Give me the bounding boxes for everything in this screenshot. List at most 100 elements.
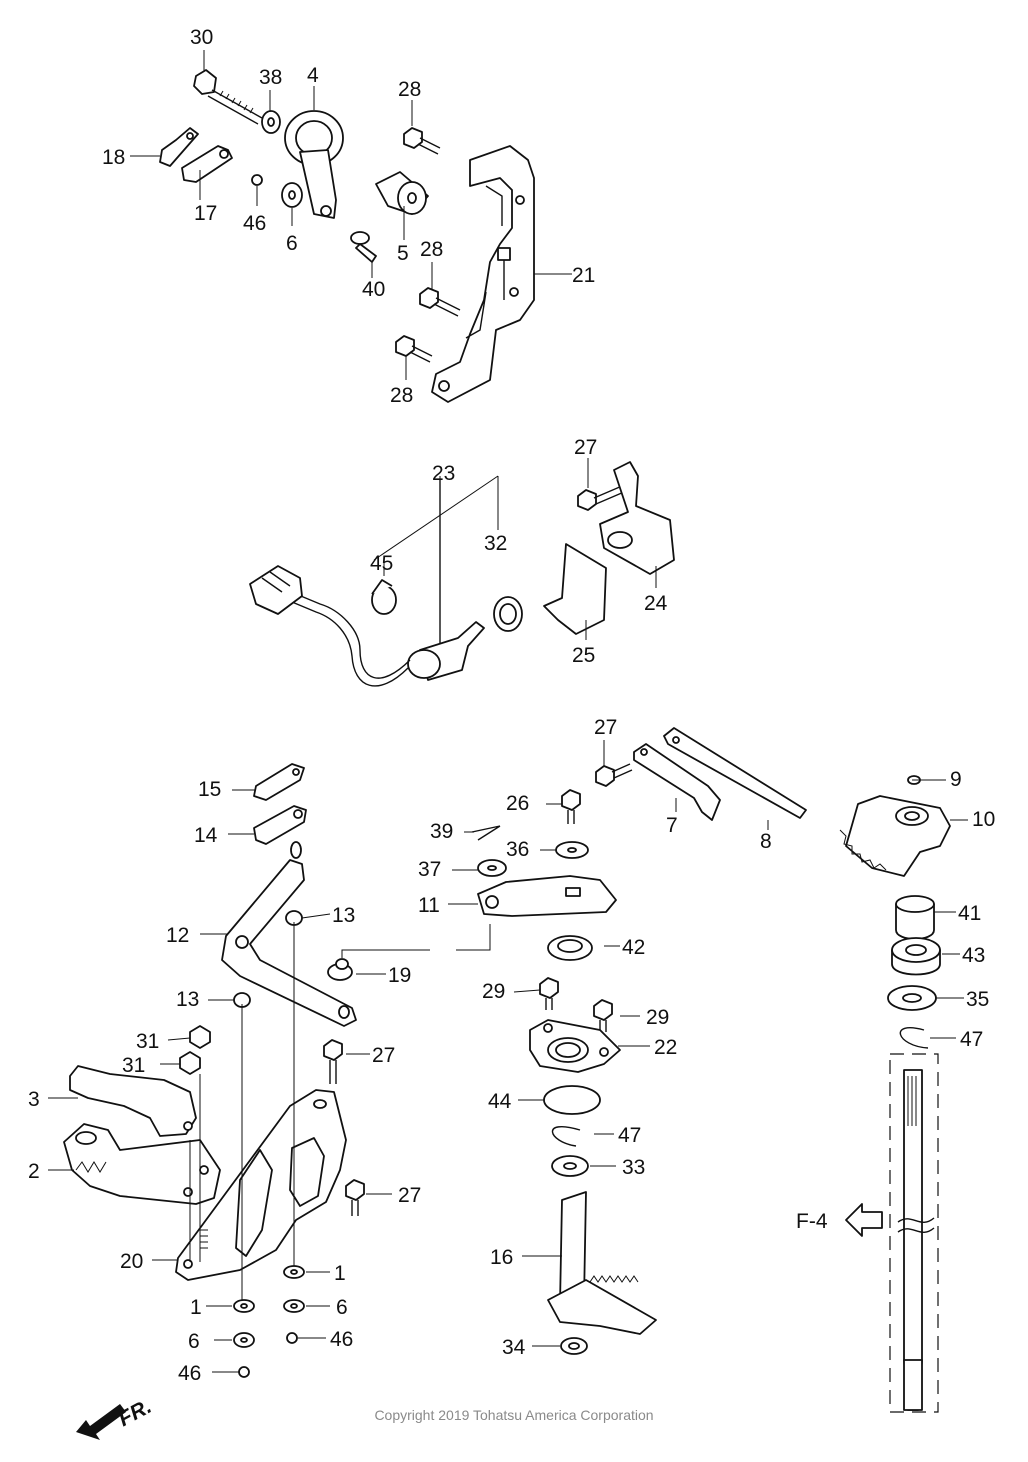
label-38: 38 — [259, 66, 282, 89]
label-28a: 28 — [398, 78, 421, 101]
part-39-pin — [471, 825, 501, 841]
leader-23-32-45 — [373, 475, 499, 561]
label-24: 24 — [644, 592, 668, 615]
label-40: 40 — [362, 278, 385, 301]
part-30-bolt — [193, 69, 263, 125]
label-21: 21 — [572, 264, 595, 287]
part-29-bolt-a — [539, 977, 559, 1010]
part-46-clip — [251, 174, 263, 186]
part-4-lever — [284, 110, 344, 219]
label-44: 44 — [488, 1090, 512, 1113]
part-2-plate — [63, 1123, 221, 1205]
label-42: 42 — [622, 936, 645, 959]
label-13a: 13 — [332, 904, 355, 927]
part-1-washer-b — [233, 1299, 255, 1313]
front-arrow-icon — [76, 1404, 126, 1440]
label-25: 25 — [572, 644, 595, 667]
label-28b: 28 — [420, 238, 443, 261]
label-11: 11 — [418, 894, 440, 917]
label-35: 35 — [966, 988, 989, 1011]
part-46-clip-c — [238, 1366, 250, 1378]
label-46a: 46 — [243, 212, 266, 235]
part-27-bolt-d — [345, 1179, 365, 1216]
label-41: 41 — [958, 902, 981, 925]
leader-stack-left — [189, 922, 295, 1300]
label-1a: 1 — [334, 1262, 346, 1285]
part-11-plate — [477, 875, 617, 917]
label-6a: 6 — [286, 232, 298, 255]
label-22: 22 — [654, 1036, 677, 1059]
label-19: 19 — [388, 964, 411, 987]
label-15: 15 — [198, 778, 221, 801]
label-46b: 46 — [330, 1328, 353, 1351]
label-6b: 6 — [336, 1296, 348, 1319]
label-26: 26 — [506, 792, 529, 815]
label-33: 33 — [622, 1156, 645, 1179]
part-17-joint — [181, 145, 233, 183]
part-28-bolt-b — [419, 287, 461, 317]
part-27-bolt-a — [577, 485, 625, 511]
label-27b: 27 — [594, 716, 617, 739]
part-6-washer — [281, 182, 303, 208]
part-32-grommet — [493, 596, 523, 632]
part-29-bolt-b — [593, 999, 613, 1032]
part-35-washer — [887, 985, 937, 1011]
part-36-washer — [555, 841, 589, 859]
leader-19-11 — [341, 924, 491, 958]
label-32: 32 — [484, 532, 507, 555]
part-16-shaft — [547, 1191, 657, 1335]
part-45-clamp — [371, 579, 397, 615]
part-31-nut-b — [179, 1051, 201, 1075]
part-15-clip — [253, 763, 305, 801]
part-3-plate — [69, 1065, 197, 1137]
part-6-washer-c — [233, 1332, 255, 1348]
copyright-text: Copyright 2019 Tohatsu America Corporati… — [374, 1407, 654, 1423]
part-47-ring-b — [551, 1125, 581, 1147]
part-10-gear — [839, 795, 951, 877]
label-7: 7 — [666, 814, 678, 837]
label-2: 2 — [28, 1160, 40, 1183]
label-37: 37 — [418, 858, 441, 881]
label-8: 8 — [760, 830, 772, 853]
label-31a: 31 — [136, 1030, 159, 1053]
label-23: 23 — [432, 462, 455, 485]
part-28-bolt-a — [403, 127, 441, 155]
part-37-washer — [477, 859, 507, 877]
label-43: 43 — [962, 944, 985, 967]
part-1-washer-a — [283, 1265, 305, 1279]
label-4: 4 — [307, 64, 319, 87]
part-24-bracket — [599, 461, 675, 575]
label-39: 39 — [430, 820, 453, 843]
label-29a: 29 — [482, 980, 505, 1003]
label-ref-f4: F-4 — [796, 1210, 828, 1233]
label-36: 36 — [506, 838, 529, 861]
part-47-ring-a — [899, 1027, 929, 1049]
part-46-clip-b — [286, 1332, 298, 1344]
label-46c: 46 — [178, 1362, 201, 1385]
part-7-strap — [633, 743, 721, 821]
ref-arrow-icon — [845, 1203, 883, 1237]
label-16: 16 — [490, 1246, 513, 1269]
label-45: 45 — [370, 552, 393, 575]
part-33-washer — [551, 1155, 589, 1177]
label-28c: 28 — [390, 384, 413, 407]
part-19-nut — [327, 958, 353, 981]
label-1b: 1 — [190, 1296, 202, 1319]
part-27-bolt-c — [323, 1039, 343, 1084]
label-3: 3 — [28, 1088, 40, 1111]
part-31-nut-a — [189, 1025, 211, 1049]
part-6-washer-b — [283, 1299, 305, 1313]
label-27a: 27 — [574, 436, 597, 459]
label-9: 9 — [950, 768, 962, 791]
label-20: 20 — [120, 1250, 143, 1273]
label-29b: 29 — [646, 1006, 669, 1029]
part-42-seal — [547, 935, 593, 961]
label-27c: 27 — [372, 1044, 395, 1067]
part-40-pin — [350, 231, 377, 263]
label-13b: 13 — [176, 988, 199, 1011]
label-47b: 47 — [618, 1124, 641, 1147]
part-20-plate — [175, 1089, 347, 1281]
label-18: 18 — [102, 146, 125, 169]
label-14: 14 — [194, 824, 218, 847]
